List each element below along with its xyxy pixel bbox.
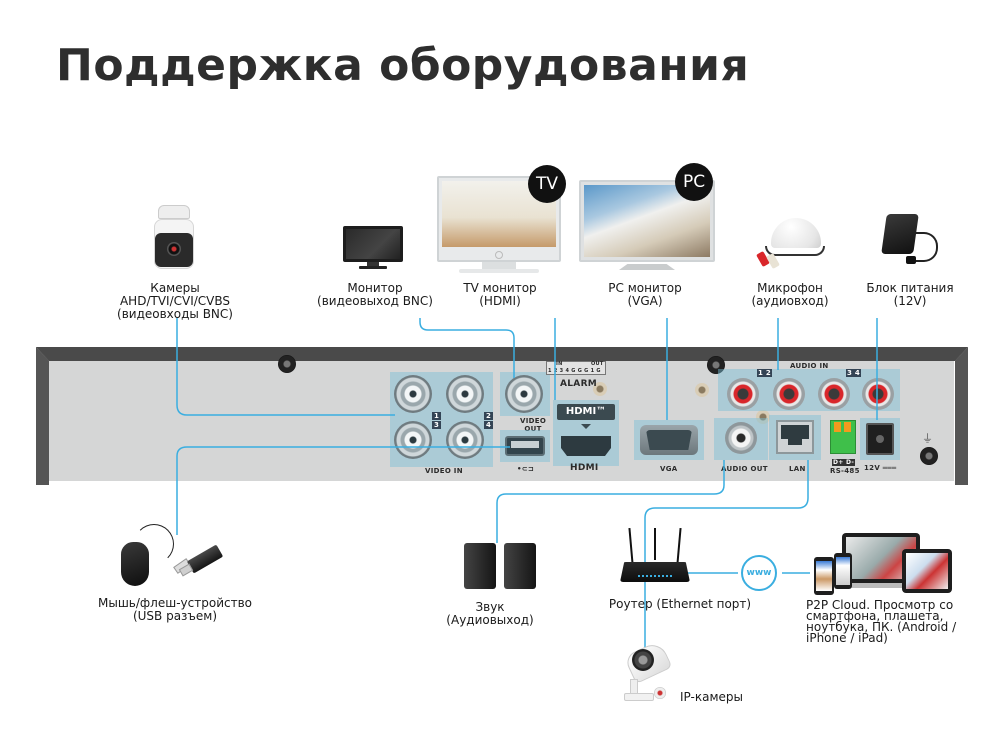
hdmi-port[interactable] bbox=[561, 436, 611, 456]
video-in-number: 2 bbox=[484, 412, 494, 420]
video-in-number: 4 bbox=[484, 421, 494, 429]
pc-label: PC монитор (VGA) bbox=[608, 281, 682, 308]
alarm-in-label: IN bbox=[556, 361, 563, 367]
page-title: Поддержка оборудования bbox=[56, 40, 750, 91]
monitor-label: Монитор (видеовыход BNC) bbox=[317, 281, 433, 308]
vga-port-inner bbox=[646, 430, 692, 450]
lan-label: LAN bbox=[789, 465, 806, 473]
dvr-top-edge bbox=[36, 347, 968, 361]
ground-screw-icon bbox=[920, 447, 938, 465]
audio-out-label: AUDIO OUT bbox=[721, 465, 768, 473]
screw-icon bbox=[756, 410, 770, 424]
power-label: Блок питания (12V) bbox=[866, 281, 954, 308]
bnc-port-3[interactable] bbox=[394, 421, 432, 459]
screw-icon bbox=[593, 382, 607, 396]
microphone-icon bbox=[756, 218, 827, 270]
usb-port-tongue bbox=[511, 441, 539, 448]
rs485-pins-label: D+ D- bbox=[832, 459, 856, 466]
dvr-left-side bbox=[36, 347, 49, 485]
power-voltage-label: 12V ═══ bbox=[864, 464, 897, 472]
router-icon bbox=[620, 527, 690, 586]
cloud-label: P2P Cloud. Просмотр со смартфона, плашет… bbox=[806, 598, 957, 645]
audio-out-port[interactable] bbox=[725, 422, 757, 454]
audio-in-port-4[interactable] bbox=[862, 378, 894, 410]
ipcam-label: IP-камеры bbox=[680, 690, 743, 704]
screw-icon bbox=[278, 355, 296, 373]
power-jack-pin bbox=[876, 435, 884, 443]
alarm-pins-label: 1 2 3 4 G G G 1 G bbox=[548, 368, 601, 374]
vga-label: VGA bbox=[660, 465, 678, 473]
ip-camera-icon bbox=[622, 639, 673, 703]
camera-label: Камеры AHD/TVI/CVI/CVBS (видеовходы BNC) bbox=[117, 281, 233, 321]
lan-port-inner bbox=[781, 425, 809, 445]
hdmi-label: HDMI bbox=[570, 463, 599, 473]
speakers-icon bbox=[464, 541, 539, 591]
mouse-label: Мышь/флеш-устройство (USB разъем) bbox=[98, 596, 252, 623]
audio-in-port-3[interactable] bbox=[818, 378, 850, 410]
video-out-label: VIDEO OUT bbox=[520, 417, 547, 433]
tv-badge: TV bbox=[528, 165, 566, 203]
bnc-port-2[interactable] bbox=[446, 375, 484, 413]
ground-symbol-icon: ⏚ bbox=[922, 432, 933, 445]
alarm-terminal[interactable] bbox=[546, 361, 606, 375]
power-adapter-icon bbox=[881, 212, 942, 270]
pc-badge: PC bbox=[675, 163, 713, 201]
video-in-number: 3 bbox=[432, 421, 442, 429]
audio-in-label: AUDIO IN bbox=[790, 362, 829, 370]
speakers-label: Звук (Аудиовыход) bbox=[446, 600, 534, 627]
bullet-camera-icon bbox=[152, 205, 196, 270]
video-in-number: 1 bbox=[432, 412, 442, 420]
globe-www-icon: www bbox=[741, 555, 777, 591]
bnc-port-1[interactable] bbox=[394, 375, 432, 413]
multi-device-icon bbox=[814, 533, 954, 595]
audio-in-port-2[interactable] bbox=[773, 378, 805, 410]
tv-label: TV монитор (HDMI) bbox=[463, 281, 537, 308]
bnc-video-out-port[interactable] bbox=[505, 375, 543, 413]
hdmi-arrow-icon bbox=[581, 424, 591, 429]
microphone-label: Микрофон (аудиовход) bbox=[751, 281, 829, 308]
rs485-label: RS-485 bbox=[830, 467, 860, 475]
screw-icon bbox=[707, 356, 725, 374]
rs485-latch bbox=[844, 422, 851, 432]
monitor-icon bbox=[343, 226, 403, 270]
hdmi-logo: HDMI™ bbox=[557, 404, 615, 420]
usb-symbol-icon: •⊂⊐ bbox=[517, 465, 535, 473]
video-in-label: VIDEO IN bbox=[425, 467, 463, 475]
alarm-label: ALARM bbox=[560, 379, 598, 389]
rs485-latch bbox=[834, 422, 841, 432]
bnc-port-4[interactable] bbox=[446, 421, 484, 459]
alarm-out-label: OUT bbox=[591, 361, 604, 367]
dvr-right-side bbox=[955, 347, 968, 485]
audio-in-port-1[interactable] bbox=[727, 378, 759, 410]
pc-monitor-icon bbox=[579, 180, 715, 278]
screw-icon bbox=[695, 383, 709, 397]
audio-in-group2: 3 4 bbox=[846, 369, 862, 377]
audio-in-group1: 1 2 bbox=[757, 369, 773, 377]
router-label: Роутер (Ethernet порт) bbox=[608, 597, 752, 611]
mouse-flash-icon bbox=[118, 522, 228, 588]
